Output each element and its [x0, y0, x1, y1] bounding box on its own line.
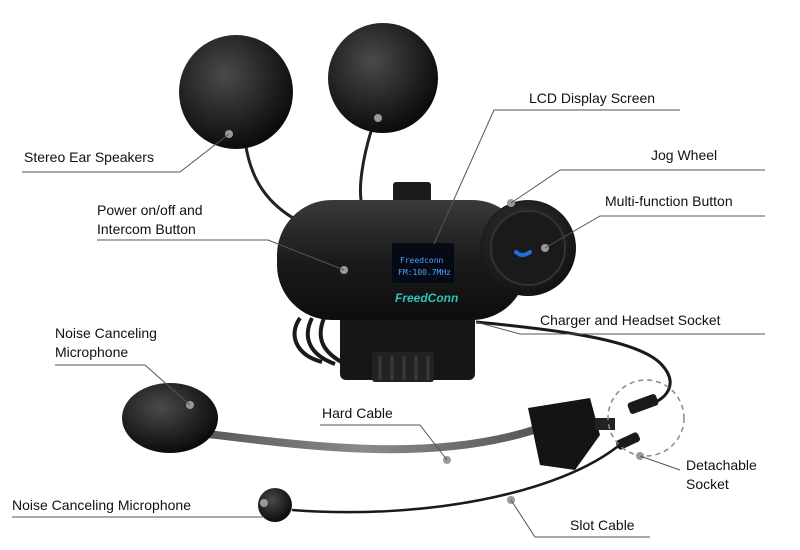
leader-lines: [12, 109, 765, 538]
cable-bundle: [292, 316, 346, 366]
right-speaker-icon: [328, 23, 438, 133]
charger-cable: [475, 320, 672, 405]
label-jog-wheel: Jog Wheel: [651, 147, 718, 163]
lcd-display: Freedconn FM:100.7MHz: [392, 243, 454, 283]
label-power-intercom-button: Power on/off and Intercom Button: [97, 202, 203, 237]
call-icon: [514, 250, 532, 257]
mic-mount-clip: [528, 398, 615, 470]
lcd-line-1: Freedconn: [400, 256, 444, 265]
slot-microphone: [258, 442, 623, 522]
label-multi-function-button: Multi-function Button: [605, 193, 733, 209]
top-clip: [393, 182, 431, 202]
label-stereo-ear-speakers: Stereo Ear Speakers: [24, 149, 154, 165]
label-lcd-display-screen: LCD Display Screen: [529, 90, 656, 106]
label-charger-headset-socket: Charger and Headset Socket: [540, 312, 721, 328]
brand-logo: FreedConn: [395, 291, 458, 305]
boom-microphone: [122, 383, 544, 464]
label-noise-canceling-microphone-slot: Noise Canceling Microphone: [12, 497, 191, 513]
left-speaker-icon: [179, 35, 293, 149]
label-noise-canceling-microphone-boom: Noise Canceling Microphone: [55, 325, 157, 360]
label-hard-cable: Hard Cable: [322, 405, 393, 421]
label-detachable-socket: Detachable Socket: [686, 457, 757, 492]
detachable-socket: [607, 379, 685, 460]
lcd-line-2: FM:100.7MHz: [398, 268, 451, 277]
jog-wheel: [480, 200, 576, 296]
label-slot-cable: Slot Cable: [570, 517, 635, 533]
